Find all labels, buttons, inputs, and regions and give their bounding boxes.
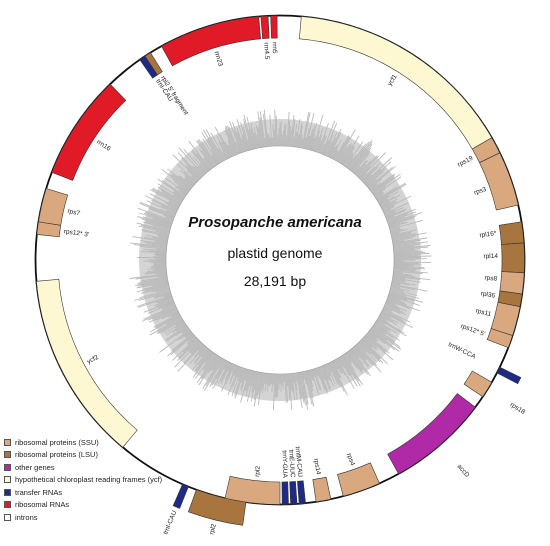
gene-track: [36, 15, 525, 526]
gc-inner-edge: [165, 145, 395, 375]
gene-block: [496, 366, 522, 385]
legend-swatch-introns: [4, 513, 11, 521]
gc-content-bars: [129, 109, 432, 411]
gene-label: rpl2: [208, 523, 218, 536]
gene-block: [51, 83, 127, 181]
gc-inner-disc: [166, 146, 394, 374]
gene-label: trnY-GUA: [281, 450, 289, 478]
gene-label: rrn16: [95, 139, 112, 153]
legend-swatch-ssu: [4, 438, 11, 446]
gene-label: rps7: [67, 208, 81, 218]
legend-label: ribosomal proteins (LSU): [15, 450, 98, 460]
gene-block: [270, 15, 278, 39]
gene-label: rps8: [484, 275, 498, 283]
legend-swatch-rrna: [4, 501, 11, 509]
legend-swatch-trna: [4, 488, 11, 496]
gene-label: rpl14: [483, 253, 498, 260]
gene-block: [312, 476, 332, 503]
legend-item-ssu: ribosomal proteins (SSU): [4, 436, 234, 449]
gene-block: [486, 328, 513, 349]
legend-item-introns: introns: [4, 511, 234, 524]
legend-item-other: other genes: [4, 461, 234, 474]
gene-label: rps11: [475, 307, 492, 318]
gene-block: [187, 489, 247, 526]
gene-label: rps19: [457, 155, 475, 169]
gene-block: [501, 242, 525, 274]
gene-label: rps18: [509, 401, 527, 416]
gene-label: rps3: [473, 186, 488, 197]
gc-content-ring: [129, 109, 432, 411]
gene-label: rpl36: [480, 290, 496, 299]
gene-label: accD: [456, 463, 471, 479]
gene-block: [172, 483, 189, 509]
gene-block: [463, 370, 493, 398]
gene-block: [224, 475, 281, 505]
gene-label: rrn4.5: [262, 42, 270, 60]
genome-title: Prosopanche americana: [188, 214, 362, 231]
genome-subtitle: plastid genome: [227, 245, 323, 261]
gene-block: [281, 481, 289, 505]
legend-item-lsu: ribosomal proteins (LSU): [4, 449, 234, 462]
gene-block: [144, 52, 163, 76]
legend-label: other genes: [15, 462, 55, 472]
gene-label: trnE-UUC: [287, 449, 296, 478]
gene-label: ycf1: [386, 73, 398, 87]
legend: ribosomal proteins (SSU) ribosomal prote…: [4, 436, 234, 524]
legend-item-rrna: ribosomal RNAs: [4, 499, 234, 512]
gene-label: rps14: [312, 458, 322, 476]
legend-label: transfer RNAs: [15, 487, 63, 497]
legend-label: introns: [15, 512, 38, 522]
gene-block: [36, 279, 138, 448]
gene-label: rrn23: [213, 51, 224, 68]
legend-item-trna: transfer RNAs: [4, 486, 234, 499]
gene-label: rrn5: [271, 42, 278, 54]
gene-block: [289, 481, 298, 505]
legend-swatch-ycf: [4, 476, 11, 484]
gene-block: [498, 221, 525, 245]
gene-block: [499, 271, 525, 295]
gene-label: rpl2: [254, 465, 262, 477]
gene-block: [38, 188, 69, 226]
gene-label: rps12* 5': [460, 323, 486, 338]
gene-label: trnW-CCA: [447, 341, 477, 361]
gene-label: rpl16*: [479, 230, 497, 239]
legend-label: ribosomal proteins (SSU): [15, 437, 99, 447]
gene-label: ycf2: [86, 354, 100, 366]
gene-label: rps12* 3': [63, 228, 89, 238]
gene-block: [297, 480, 306, 505]
gene-block: [337, 462, 380, 497]
gene-block: [161, 16, 261, 67]
gene-block: [479, 152, 519, 211]
legend-swatch-lsu: [4, 451, 11, 459]
genome-size: 28,191 bp: [243, 273, 307, 289]
gene-block: [260, 15, 270, 40]
legend-label: hypothetical chloroplast reading frames …: [15, 475, 163, 485]
legend-swatch-other: [4, 463, 11, 471]
legend-label: ribosomal RNAs: [15, 500, 70, 510]
gene-label: trnfM-CAU: [294, 446, 304, 478]
gene-label: rps4: [345, 452, 356, 467]
gene-block: [387, 393, 476, 475]
legend-item-ycf: hypothetical chloroplast reading frames …: [4, 474, 234, 487]
